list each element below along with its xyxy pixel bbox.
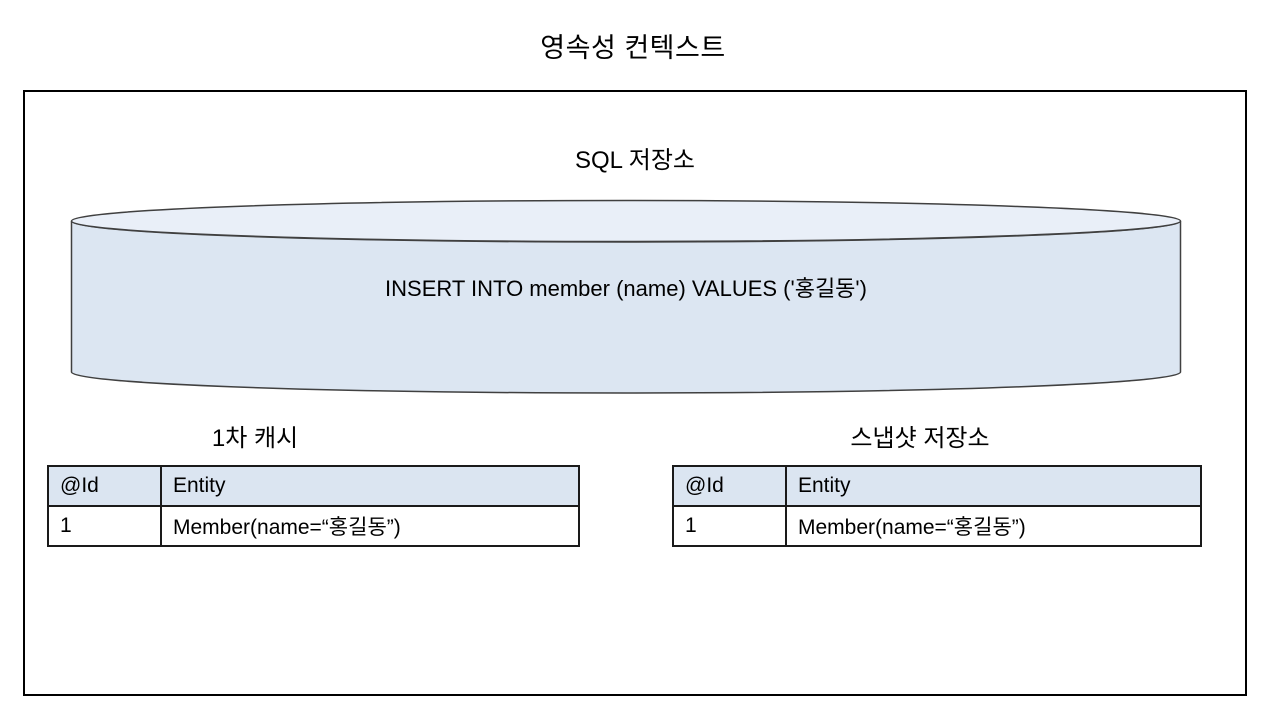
first-level-cache-table: @Id Entity 1 Member(name=“홍길동”) [47, 465, 580, 547]
snapshot-store-table: @Id Entity 1 Member(name=“홍길동”) [672, 465, 1202, 547]
header-cell-id: @Id [672, 465, 787, 507]
snapshot-store-label: 스냅샷 저장소 [850, 425, 990, 452]
table-row: 1 Member(name=“홍길동”) [47, 505, 580, 547]
sql-store-label: SQL 저장소 [574, 147, 696, 174]
first-level-cache-label: 1차 캐시 [211, 425, 299, 452]
cell-entity: Member(name=“홍길동”) [160, 505, 580, 547]
database-cylinder-icon [70, 199, 1182, 394]
table-header-row: @Id Entity [47, 465, 580, 507]
cylinder-top-shape [70, 199, 1182, 243]
persistence-context-box: SQL 저장소 INSERT INTO member (name) VALUES… [23, 90, 1247, 696]
sql-query-text: INSERT INTO member (name) VALUES ('홍길동') [385, 276, 867, 301]
cylinder-body-shape [70, 220, 1182, 394]
header-cell-entity: Entity [785, 465, 1202, 507]
cell-entity: Member(name=“홍길동”) [785, 505, 1202, 547]
header-cell-id: @Id [47, 465, 162, 507]
table-header-row: @Id Entity [672, 465, 1202, 507]
table-row: 1 Member(name=“홍길동”) [672, 505, 1202, 547]
sql-store-cylinder: INSERT INTO member (name) VALUES ('홍길동') [70, 199, 1182, 394]
cell-id: 1 [672, 505, 787, 547]
cell-id: 1 [47, 505, 162, 547]
page-title: 영속성 컨텍스트 [540, 33, 726, 63]
header-cell-entity: Entity [160, 465, 580, 507]
